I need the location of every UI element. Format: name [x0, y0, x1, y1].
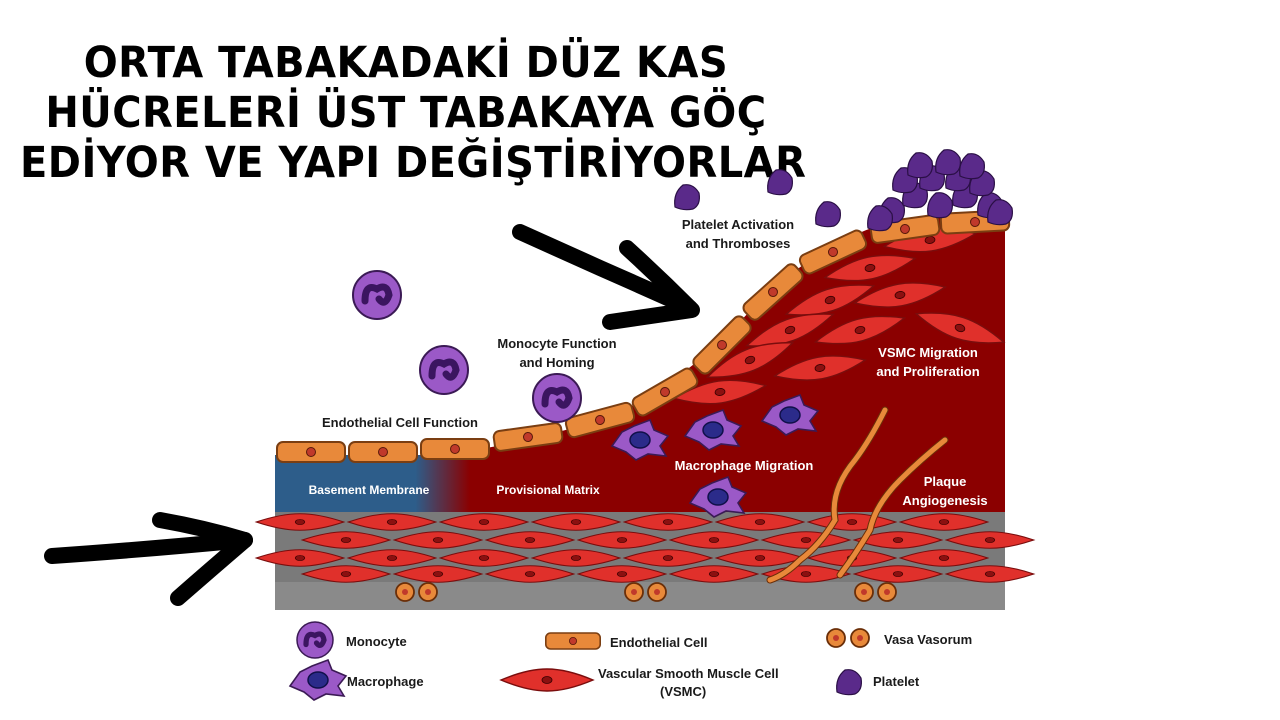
label-plaque-angiogenesis-1: Plaque — [924, 474, 967, 489]
label-basement-membrane: Basement Membrane — [309, 483, 430, 497]
diagram-labels: Platelet Activation and Thromboses Monoc… — [309, 217, 988, 508]
label-macrophage-migration: Macrophage Migration — [675, 458, 814, 473]
arrow-upper-icon — [512, 224, 700, 330]
title-line-3: EDİYOR VE YAPI DEĞİŞTİRİYORLAR — [20, 138, 807, 188]
legend-vasa-icon-1 — [826, 628, 846, 648]
legend-monocyte-label: Monocyte — [346, 634, 407, 649]
label-platelet-activation-1: Platelet Activation — [682, 217, 794, 232]
label-monocyte-function-2: and Homing — [519, 355, 594, 370]
label-vsmc-migration-2: and Proliferation — [876, 364, 979, 379]
page-title: ORTA TABAKADAKİ DÜZ KAS HÜCRELERİ ÜST TA… — [20, 38, 807, 188]
legend-monocyte-icon — [297, 622, 333, 658]
legend: Monocyte Endothelial Cell Vasa Vasorum M… — [289, 622, 972, 701]
title-line-2: HÜCRELERİ ÜST TABAKAYA GÖÇ — [45, 88, 767, 138]
legend-macrophage-label: Macrophage — [347, 674, 424, 689]
legend-vasa-icon-2 — [850, 628, 870, 648]
legend-endothelial-icon — [544, 632, 602, 650]
label-platelet-activation-2: and Thromboses — [686, 236, 791, 251]
angiogenesis-vessels — [766, 406, 949, 584]
label-vsmc-migration-1: VSMC Migration — [878, 345, 978, 360]
legend-macrophage-icon — [289, 659, 347, 701]
legend-endothelial-label: Endothelial Cell — [610, 635, 708, 650]
label-plaque-angiogenesis-2: Angiogenesis — [902, 493, 987, 508]
legend-vsmc-icon — [500, 668, 594, 692]
legend-platelet-label: Platelet — [873, 674, 920, 689]
legend-vsmc-label-2: (VSMC) — [660, 684, 706, 699]
plaque-region — [275, 210, 1005, 515]
legend-vsmc-label-1: Vascular Smooth Muscle Cell — [598, 666, 779, 681]
label-monocyte-function-1: Monocyte Function — [497, 336, 616, 351]
label-endothelial-function: Endothelial Cell Function — [322, 415, 478, 430]
arrow-lower-icon — [44, 512, 253, 606]
label-provisional-matrix: Provisional Matrix — [496, 483, 600, 497]
legend-platelet-icon — [836, 669, 863, 696]
basement-membrane-region — [275, 455, 470, 515]
legend-vasa-label: Vasa Vasorum — [884, 632, 972, 647]
title-line-1: ORTA TABAKADAKİ DÜZ KAS — [83, 38, 729, 88]
